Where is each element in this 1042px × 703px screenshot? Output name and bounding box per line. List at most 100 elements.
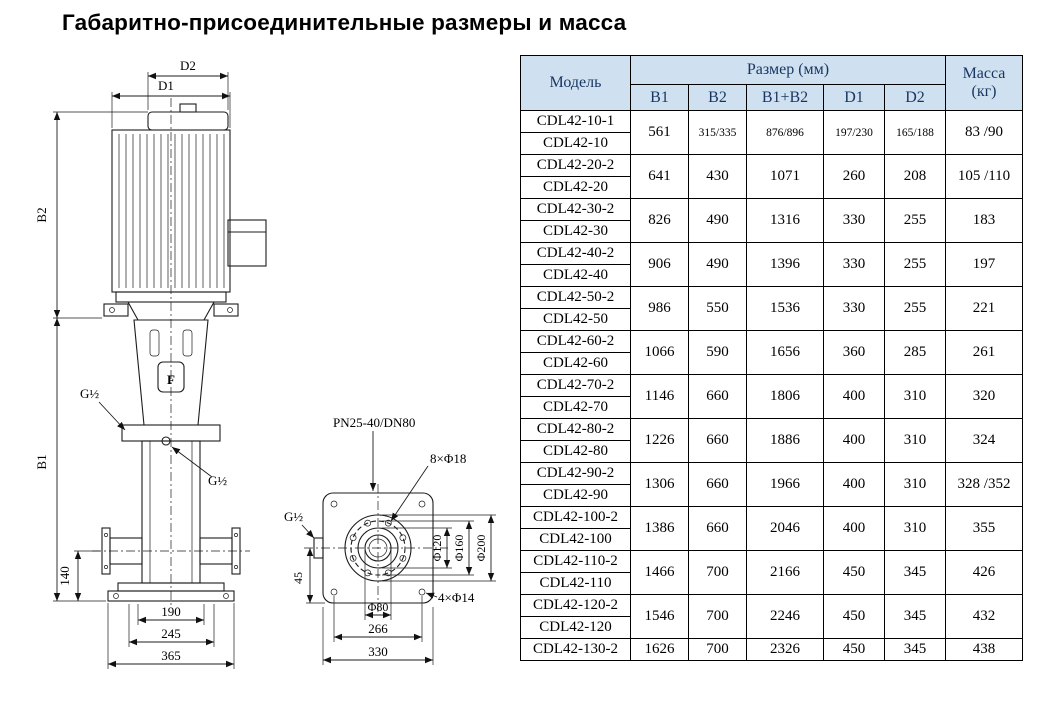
d2-cell: 255 xyxy=(884,286,946,331)
table-row: CDL42-20 xyxy=(520,176,1023,199)
d2-cell: 255 xyxy=(884,198,946,243)
callout-pn: PN25-40/DN80 xyxy=(333,415,415,430)
model-cell: CDL42-50-2 xyxy=(520,286,631,309)
mass-header-line1: Масса xyxy=(962,65,1006,82)
dim-label-phi200: Φ200 xyxy=(474,535,488,562)
dim-label-phi160: Φ160 xyxy=(452,535,466,562)
table-row: CDL42-80 xyxy=(520,440,1023,463)
model-cell: CDL42-120-2 xyxy=(520,594,631,617)
b2-cell: 550 xyxy=(688,286,747,331)
b2-cell: 490 xyxy=(688,242,747,287)
callout-4xphi14: 4×Φ14 xyxy=(438,590,475,605)
model-cell: CDL42-20-2 xyxy=(520,154,631,177)
d1-cell: 260 xyxy=(823,154,885,199)
model-cell: CDL42-100-2 xyxy=(520,506,631,529)
col-header-mass: Масса (кг) xyxy=(945,55,1023,111)
mass-cell: 83 /90 xyxy=(945,110,1023,155)
col-header-b1b2: B1+B2 xyxy=(746,84,824,111)
bolt-holes-8 xyxy=(349,519,407,577)
b1b2-cell: 1396 xyxy=(746,242,824,287)
table-header-row-2: B1 B2 B1+B2 D1 D2 xyxy=(521,84,1023,111)
b1-cell: 826 xyxy=(630,198,689,243)
model-cell: CDL42-70-2 xyxy=(520,374,631,397)
table-row: CDL42-40-2 906 490 1396 330 255 197 xyxy=(520,242,1023,287)
b1b2-cell: 876/896 xyxy=(746,110,824,155)
b1-cell: 906 xyxy=(630,242,689,287)
b1b2-cell: 1536 xyxy=(746,286,824,331)
dim-label-g12-flange: G½ xyxy=(284,509,303,524)
b1-cell: 1306 xyxy=(630,462,689,507)
b1-cell: 1066 xyxy=(630,330,689,375)
b1b2-cell: 1806 xyxy=(746,374,824,419)
model-cell: CDL42-130-2 xyxy=(520,638,631,661)
col-header-b1: B1 xyxy=(630,84,689,111)
col-header-b2: B2 xyxy=(688,84,747,111)
model-cell: CDL42-100 xyxy=(520,528,631,551)
model-cell: CDL42-30 xyxy=(520,220,631,243)
brand-badge xyxy=(157,361,185,393)
model-cell: CDL42-40 xyxy=(520,264,631,287)
b2-cell: 660 xyxy=(688,506,747,551)
terminal-box xyxy=(227,219,267,267)
b2-cell: 315/335 xyxy=(688,110,747,155)
col-header-size-group: Размер (мм) xyxy=(630,55,946,85)
b2-cell: 700 xyxy=(688,594,747,639)
table-header-row-1: Модель Размер (мм) Масса (кг) xyxy=(520,55,1023,111)
model-cell: CDL42-80-2 xyxy=(520,418,631,441)
d2-cell: 310 xyxy=(884,506,946,551)
b2-cell: 430 xyxy=(688,154,747,199)
dim-label-266: 266 xyxy=(368,621,388,636)
corner-holes-4 xyxy=(330,500,426,596)
table-row: CDL42-100-2 1386 660 2046 400 310 355 xyxy=(520,506,1023,551)
d2-cell: 165/188 xyxy=(884,110,946,155)
d1-cell: 450 xyxy=(823,638,885,661)
d1-cell: 400 xyxy=(823,506,885,551)
d1-cell: 360 xyxy=(823,330,885,375)
mass-cell: 105 /110 xyxy=(945,154,1023,199)
b1b2-cell: 1071 xyxy=(746,154,824,199)
table-row: CDL42-90-2 1306 660 1966 400 310 328 /35… xyxy=(520,462,1023,507)
mass-cell: 438 xyxy=(945,638,1023,661)
motor-fins xyxy=(118,134,225,288)
dim-label-190: 190 xyxy=(161,604,181,619)
d1-cell: 330 xyxy=(823,242,885,287)
model-cell: CDL42-120 xyxy=(520,616,631,639)
dim-label-365: 365 xyxy=(161,648,181,663)
d1-cell: 400 xyxy=(823,418,885,463)
b1-cell: 1146 xyxy=(630,374,689,419)
b2-cell: 660 xyxy=(688,462,747,507)
dim-label-245: 245 xyxy=(161,626,181,641)
table-row: CDL42-20-2 641 430 1071 260 208 105 /110 xyxy=(520,154,1023,199)
model-cell: CDL42-10-1 xyxy=(520,110,631,133)
b1-cell: 986 xyxy=(630,286,689,331)
table-row: CDL42-120-2 1546 700 2246 450 345 432 xyxy=(520,594,1023,639)
mass-cell: 432 xyxy=(945,594,1023,639)
dim-label-b2: B2 xyxy=(34,207,49,222)
mass-header-line2: (кг) xyxy=(971,83,997,100)
table-row: CDL42-100 xyxy=(520,528,1023,551)
model-cell: CDL42-80 xyxy=(520,440,631,463)
model-cell: CDL42-10 xyxy=(520,132,631,155)
dim-label-b1: B1 xyxy=(34,454,49,469)
dim-label-d2: D2 xyxy=(180,58,196,73)
col-header-model: Модель xyxy=(520,55,631,111)
pump-front-view: F xyxy=(92,98,267,608)
b1b2-cell: 2046 xyxy=(746,506,824,551)
model-cell: CDL42-110 xyxy=(520,572,631,595)
b1-cell: 561 xyxy=(630,110,689,155)
dim-label-g12-upper: G½ xyxy=(80,386,99,401)
model-cell: CDL42-90-2 xyxy=(520,462,631,485)
col-header-d1: D1 xyxy=(823,84,885,111)
b2-cell: 700 xyxy=(688,550,747,595)
model-cell: CDL42-110-2 xyxy=(520,550,631,573)
brand-logo-letter: F xyxy=(167,372,175,387)
d1-cell: 330 xyxy=(823,286,885,331)
b1-cell: 1226 xyxy=(630,418,689,463)
mass-cell: 261 xyxy=(945,330,1023,375)
flange-top-view xyxy=(304,484,448,612)
b1-cell: 1546 xyxy=(630,594,689,639)
d1-cell: 450 xyxy=(823,550,885,595)
technical-drawing: F D2 D1 B2 xyxy=(34,58,496,669)
model-cell: CDL42-60-2 xyxy=(520,330,631,353)
